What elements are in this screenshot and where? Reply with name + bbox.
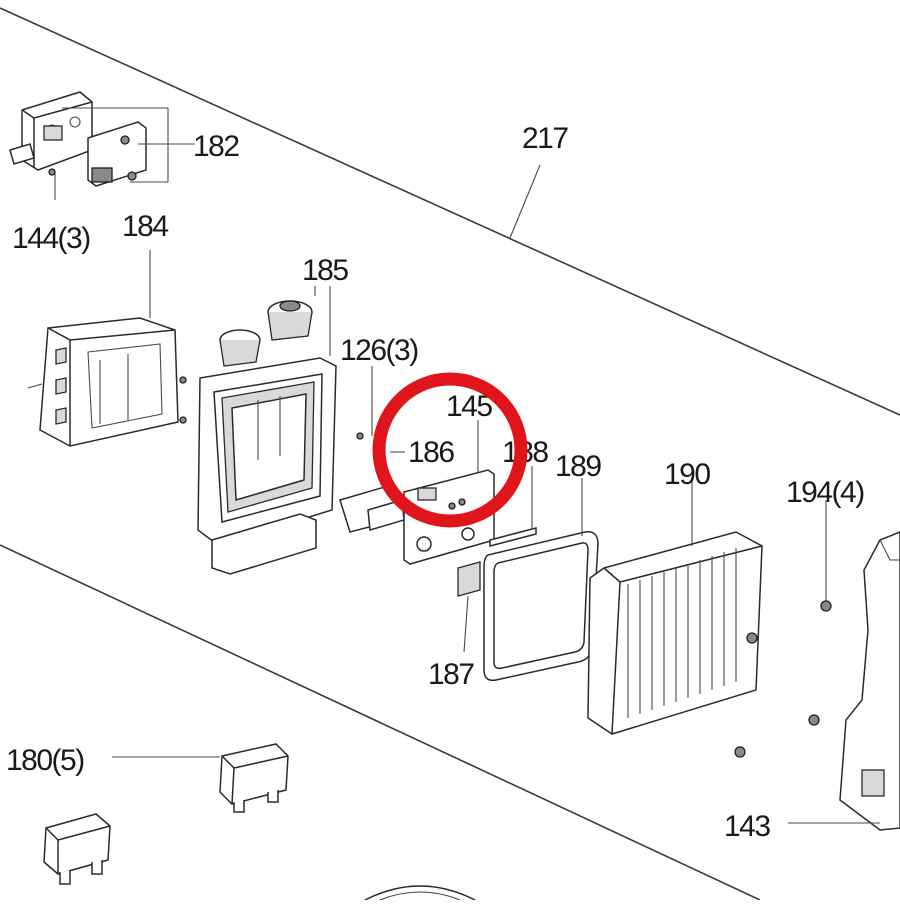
part-189-seal — [483, 478, 599, 682]
label-143: 143 — [724, 810, 770, 843]
label-217: 217 — [522, 122, 568, 155]
label-194: 194(4) — [786, 476, 864, 509]
leader-217 — [509, 164, 541, 239]
highlight-circle — [372, 372, 528, 528]
label-185: 185 — [302, 254, 348, 287]
part-126-186-parts — [339, 366, 405, 533]
part-143-cover — [788, 531, 900, 831]
group-outline — [0, 7, 900, 901]
label-189: 189 — [555, 450, 601, 483]
part-185-frame — [197, 286, 337, 575]
label-184: 184 — [122, 210, 168, 243]
label-144: 144(3) — [12, 222, 90, 255]
label-126: 126(3) — [340, 334, 418, 367]
label-180: 180(5) — [6, 744, 84, 777]
part-184-housing — [27, 250, 187, 447]
part-190-heatsink — [587, 480, 763, 735]
part-180-clips — [43, 743, 289, 885]
heatsink-fins — [627, 548, 737, 718]
part-182-assembly — [9, 91, 195, 200]
label-186: 186 — [408, 436, 454, 469]
label-182: 182 — [193, 130, 239, 163]
label-187: 187 — [428, 658, 474, 691]
part-188-gasket — [489, 466, 537, 547]
bottom-fan-partial — [364, 885, 476, 901]
part-194-screws — [734, 500, 832, 758]
label-190: 190 — [664, 458, 710, 491]
